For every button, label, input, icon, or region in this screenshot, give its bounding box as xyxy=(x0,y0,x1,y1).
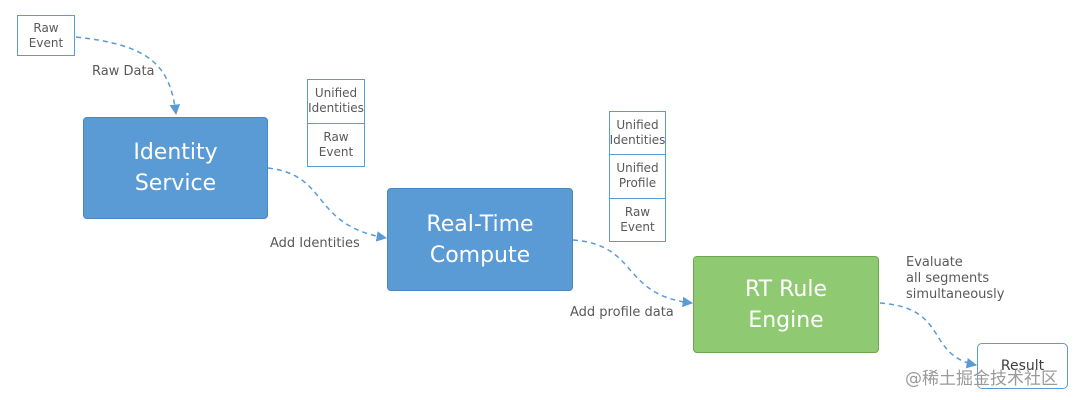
identity-service-node: Identity Service xyxy=(83,117,268,219)
stack-cell-raw-event: Raw Event xyxy=(308,122,364,167)
raw-event-box: Raw Event xyxy=(17,15,75,56)
rt-rule-engine-line2: Engine xyxy=(748,307,824,333)
stack-cell-unified-profile: Unified Profile xyxy=(610,154,665,197)
stack-cell-unified-identities: Unified Identities xyxy=(609,118,666,148)
real-time-compute-line1: Real-Time xyxy=(426,211,534,237)
evaluate-label-line1: Evaluate xyxy=(906,255,963,270)
result-box: Result xyxy=(977,343,1068,389)
add-profile-data-arrow xyxy=(572,239,694,308)
raw-data-label: Raw Data xyxy=(92,64,155,79)
real-time-compute-line2: Compute xyxy=(429,242,531,268)
raw-event-cell: Raw Event xyxy=(28,20,64,50)
payload-stack-compute: Unified Identities Unified Profile Raw E… xyxy=(609,111,666,242)
evaluate-label-line2: all segments xyxy=(906,271,990,286)
payload-stack-identity: Unified Identities Raw Event xyxy=(307,79,365,167)
rt-rule-engine-node: RT Rule Engine xyxy=(693,256,879,353)
evaluate-arrow xyxy=(879,302,978,369)
identity-service-line1: Identity xyxy=(133,140,218,165)
evaluate-label-line3: simultaneously xyxy=(906,287,1005,302)
result-label: Result xyxy=(1000,358,1045,374)
identity-service-line2: Service xyxy=(134,171,217,196)
stack-cell-unified-identities: Unified Identities xyxy=(308,86,364,116)
add-identities-arrow xyxy=(267,167,388,242)
add-profile-data-label: Add profile data xyxy=(570,305,674,320)
real-time-compute-node: Real-Time Compute xyxy=(387,188,573,291)
watermark-text: @稀土掘金技术社区 xyxy=(905,369,1058,389)
add-identities-label: Add Identities xyxy=(270,236,360,251)
rt-rule-engine-line1: RT Rule xyxy=(744,276,827,302)
stack-cell-raw-event: Raw Event xyxy=(610,197,665,241)
